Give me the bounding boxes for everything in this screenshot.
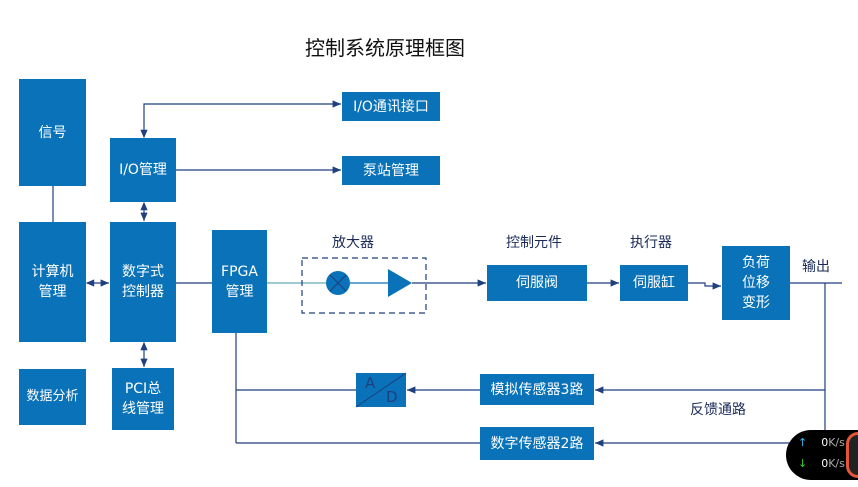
pump-box: 泵站管理 — [342, 156, 440, 185]
widget-ring — [846, 432, 858, 478]
amplifier-label: 放大器 — [332, 235, 374, 251]
controller-box: 数字式 控制器 — [110, 222, 176, 342]
servo-valve-box: 伺服阀 — [487, 265, 587, 301]
io-box: I/O管理 — [110, 138, 176, 202]
line-io-comm — [140, 100, 341, 139]
amplifier-triangle-icon — [388, 269, 412, 297]
output-label: 输出 — [802, 259, 830, 275]
upload-unit: K/s — [828, 436, 845, 449]
diagram-title: 控制系统原理框图 — [305, 36, 465, 60]
load-box: 负荷 位移 变形 — [722, 246, 790, 320]
servo-cylinder-box: 伺服缸 — [620, 265, 688, 301]
io-comm-box: I/O通讯接口 — [342, 92, 440, 121]
ad-label-d: D — [386, 388, 398, 406]
pci-box: PCI总 线管理 — [112, 368, 174, 430]
ad-label-a: A — [365, 374, 376, 392]
line-cyl-load — [688, 282, 721, 290]
download-speed: 0 — [821, 457, 829, 470]
analog-sensor-box: 模拟传感器3路 — [480, 374, 594, 405]
signal-box: 信号 — [19, 79, 86, 186]
computer-box: 计算机 管理 — [19, 222, 86, 342]
amplifier-dashed-box — [301, 257, 427, 314]
fpga-box: FPGA 管理 — [212, 230, 267, 333]
arrow-up-icon: ↑ — [798, 436, 808, 449]
feedback-label: 反馈通路 — [690, 402, 746, 418]
arrow-down-icon: ↓ — [798, 457, 808, 470]
upload-speed: 0 — [821, 436, 829, 449]
control-element-label: 控制元件 — [506, 235, 562, 251]
actuator-label: 执行器 — [630, 235, 672, 251]
multiplier-cross-icon — [329, 274, 347, 292]
analysis-box: 数据分析 — [19, 369, 86, 425]
download-unit: K/s — [828, 457, 845, 470]
ad-diagonal — [355, 372, 407, 408]
digital-sensor-box: 数字传感器2路 — [480, 427, 594, 460]
network-speed-widget[interactable]: ↑0K/s ↓0K/s — [786, 430, 858, 480]
